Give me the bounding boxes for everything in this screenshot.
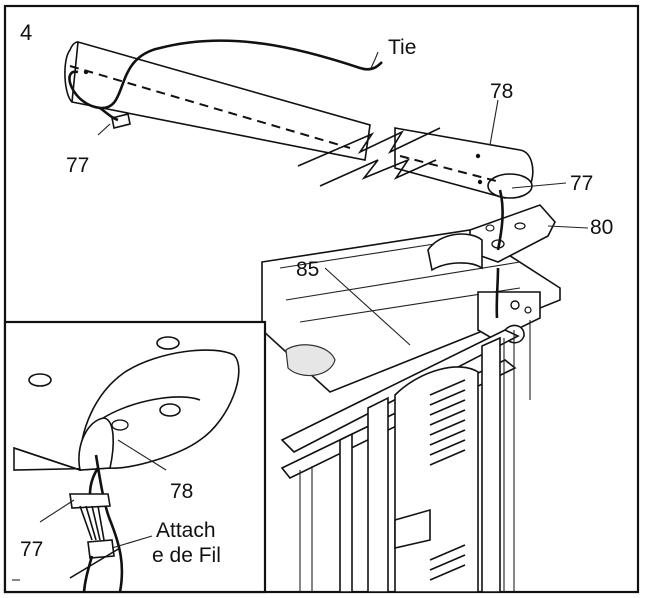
leader-77-right [511, 182, 567, 189]
bracket-cup [427, 233, 483, 272]
label-part-77-right: 77 [570, 172, 593, 195]
wire-down-lower [495, 267, 500, 319]
inset-tube-opening [78, 417, 114, 471]
label-part-85: 85 [296, 258, 319, 281]
inset-wire [94, 454, 124, 593]
inset-connector-77 [69, 493, 111, 509]
leader-80 [547, 225, 589, 229]
upright-inner [339, 432, 353, 593]
leader-tie [369, 51, 379, 71]
leader-inset-78 [117, 439, 167, 471]
leader-85 [324, 267, 411, 346]
label-inset-78: 78 [170, 480, 193, 503]
inset-tube-body [13, 349, 240, 472]
upright-left [367, 396, 389, 593]
motor-vents [429, 379, 466, 581]
wire-path-left [69, 65, 351, 149]
upright-right [481, 336, 501, 593]
wire-down-upper [496, 189, 504, 251]
label-inset-77: 77 [20, 538, 43, 561]
leader-78 [489, 99, 499, 146]
wire-path-right [399, 155, 501, 183]
label-part-78: 78 [490, 80, 513, 103]
part-80-bracket [427, 204, 556, 272]
tube-opening [487, 173, 533, 199]
wire-tie [68, 39, 383, 110]
motor-mount [394, 508, 431, 550]
break-line-upper [297, 127, 441, 167]
inset-hole-2 [156, 336, 180, 350]
inset-hole-1 [28, 373, 52, 387]
motor-hood [394, 366, 479, 593]
label-tie: Tie [388, 36, 416, 59]
leader-inset-attach [111, 535, 153, 549]
connector-77-left [111, 113, 131, 129]
label-inset-attach: Attach [156, 519, 216, 542]
label-part-80: 80 [590, 216, 613, 239]
inset-detail [3, 320, 267, 594]
leader-77-left [97, 123, 111, 136]
inset-hole-3 [159, 403, 181, 417]
label-inset-attach-2: e de Fil [152, 544, 221, 567]
inset-wire-tie [87, 539, 115, 559]
upright-frame [261, 229, 561, 593]
break-line-lower [319, 158, 437, 187]
leader-inset-77 [39, 499, 75, 523]
plate-hole [285, 344, 336, 377]
step-number: 4 [20, 20, 32, 45]
label-part-77-left: 77 [66, 154, 89, 177]
part-78-tube [64, 40, 534, 199]
